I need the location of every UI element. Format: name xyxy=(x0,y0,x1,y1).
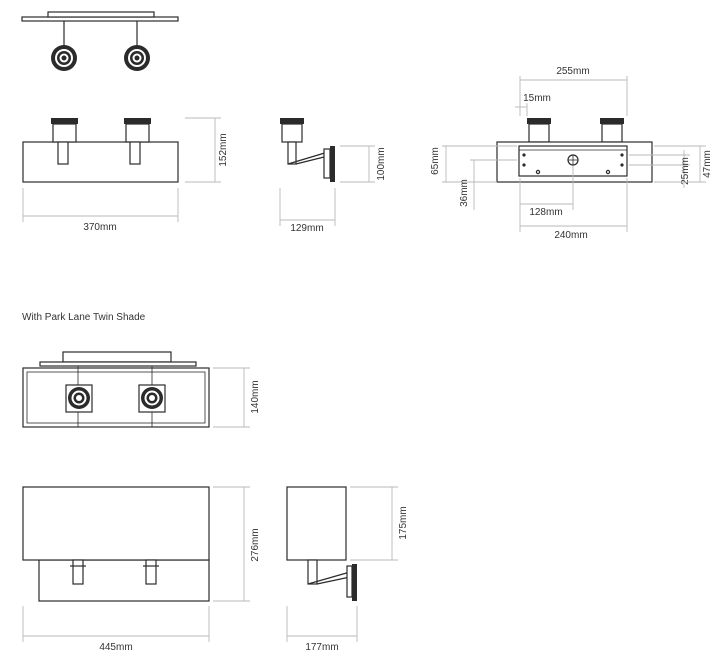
shade-side-view xyxy=(286,486,357,601)
label-175: 175mm xyxy=(398,506,409,539)
label-240: 240mm xyxy=(554,230,587,241)
dim-back-15: 15mm xyxy=(515,93,551,116)
label-177: 177mm xyxy=(305,642,338,653)
dim-back-128: 128mm xyxy=(519,166,574,218)
plan-view-fixture xyxy=(21,11,179,71)
shade-caption: With Park Lane Twin Shade xyxy=(22,312,146,323)
dim-back-240: 240mm xyxy=(519,178,628,241)
label-255: 255mm xyxy=(556,66,589,77)
label-128: 128mm xyxy=(529,207,562,218)
label-100: 100mm xyxy=(376,147,387,180)
label-65: 65mm xyxy=(430,147,441,175)
dim-top-width: 370mm xyxy=(22,188,179,233)
dim-shade-175: 175mm xyxy=(350,486,409,561)
back-view-fixture xyxy=(496,118,653,183)
spot-head-left xyxy=(51,45,77,71)
shade-plan-view xyxy=(22,351,210,428)
dim-shade-445: 445mm xyxy=(22,606,210,653)
dim-shade-177: 177mm xyxy=(286,606,358,653)
spot-head-right xyxy=(124,45,150,71)
label-276: 276mm xyxy=(250,528,261,561)
dim-back-36: 36mm xyxy=(459,159,517,210)
front-view-fixture xyxy=(22,118,179,183)
side-view-fixture xyxy=(280,118,335,182)
label-15: 15mm xyxy=(523,93,551,104)
dim-side-depth: 129mm xyxy=(279,188,336,234)
label-445: 445mm xyxy=(99,642,132,653)
dim-back-47: 47mm xyxy=(654,145,713,183)
dim-back-65: 65mm xyxy=(430,145,517,183)
label-47: 47mm xyxy=(702,150,713,178)
dim-top-height: 152mm xyxy=(185,117,229,183)
label-370: 370mm xyxy=(83,222,116,233)
dim-shade-140: 140mm xyxy=(213,367,261,428)
dim-side-height: 100mm xyxy=(340,145,387,183)
label-25: 25mm xyxy=(680,157,691,185)
dim-back-255: 255mm xyxy=(519,66,628,116)
label-140: 140mm xyxy=(250,380,261,413)
shade-front-view xyxy=(22,486,210,602)
label-129: 129mm xyxy=(290,223,323,234)
label-152: 152mm xyxy=(218,133,229,166)
dim-shade-276: 276mm xyxy=(213,486,261,602)
label-36: 36mm xyxy=(459,179,470,207)
